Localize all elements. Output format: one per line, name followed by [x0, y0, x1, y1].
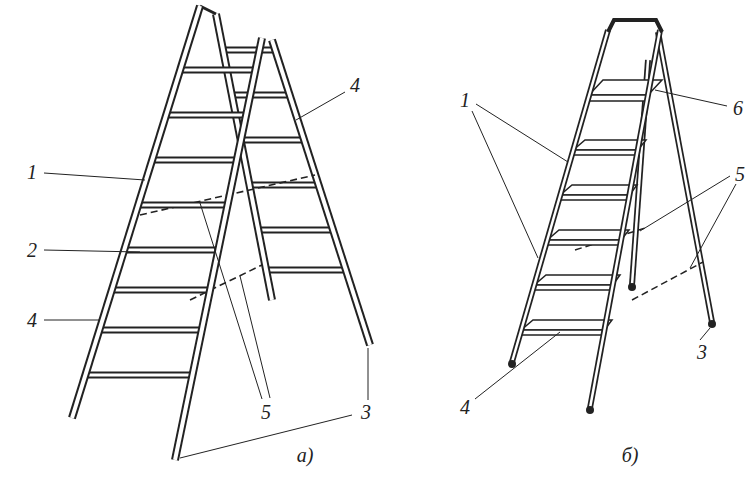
front-ladder — [72, 6, 262, 460]
callout-number: 4 — [460, 397, 470, 417]
callout-number: 5 — [261, 402, 271, 422]
callout-number: 1 — [27, 162, 37, 182]
callout-number: 6 — [733, 98, 743, 118]
callout-number: 5 — [735, 164, 745, 184]
figure-label: а) — [297, 445, 314, 465]
callout-number: 3 — [361, 402, 371, 422]
callout-number: 4 — [350, 75, 360, 95]
callout-number: 3 — [697, 342, 707, 362]
leader-line — [44, 90, 736, 458]
callout-number: 1 — [460, 90, 470, 110]
figure-label: б) — [622, 445, 639, 465]
callout-number: 4 — [27, 310, 37, 330]
callout-number: 2 — [27, 240, 37, 260]
stepladder — [508, 20, 716, 414]
